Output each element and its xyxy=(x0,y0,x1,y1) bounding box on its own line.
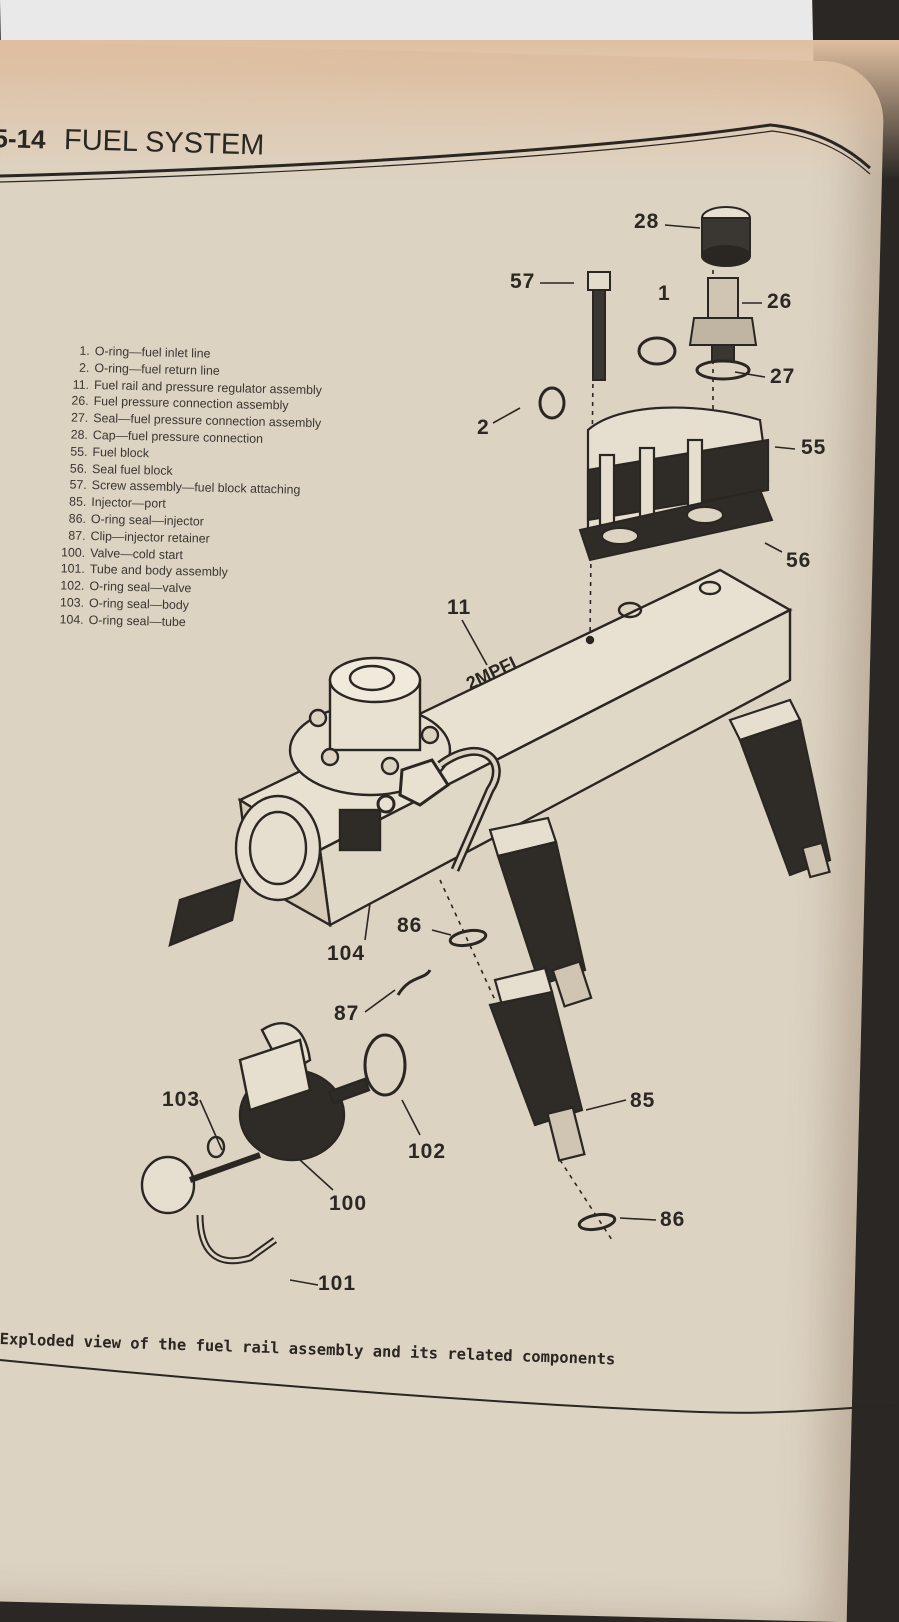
callout-57: 57 xyxy=(510,270,536,293)
callout-28: 28 xyxy=(634,210,660,233)
callout-102: 102 xyxy=(408,1140,447,1163)
o-ring-inlet xyxy=(538,336,677,420)
callout-87: 87 xyxy=(334,1002,360,1025)
injector-front xyxy=(488,966,586,1162)
callout-27: 27 xyxy=(770,365,796,388)
injector-middle xyxy=(488,816,593,1008)
cold-start-valve xyxy=(238,1022,407,1162)
callout-86-lower: 86 xyxy=(660,1208,686,1231)
callout-1: 1 xyxy=(658,282,671,305)
callout-100: 100 xyxy=(329,1192,368,1215)
callout-55: 55 xyxy=(801,436,827,459)
injector-rear xyxy=(728,698,832,879)
injector-o-rings xyxy=(448,928,617,1232)
parts-legend: 1.O-ring—fuel inlet line 2.O-ring—fuel r… xyxy=(42,342,378,635)
callout-26: 26 xyxy=(767,290,793,313)
fuel-pressure-cap xyxy=(701,206,751,267)
callout-104: 104 xyxy=(327,942,366,965)
tube-and-body xyxy=(140,1135,278,1265)
callout-56: 56 xyxy=(786,549,812,572)
injector-clip xyxy=(396,969,432,996)
pressure-regulator xyxy=(288,656,452,797)
callout-11: 11 xyxy=(447,596,472,619)
callout-85: 85 xyxy=(630,1089,656,1112)
block-screw xyxy=(587,271,611,381)
inlet-port xyxy=(168,794,382,947)
fuel-pressure-seal xyxy=(695,359,751,381)
pressure-connection-fitting xyxy=(688,277,758,362)
fuel-block xyxy=(586,406,770,532)
fuel-block-seal xyxy=(578,488,774,562)
caption-rule xyxy=(0,1359,899,1414)
return-tube xyxy=(376,746,501,872)
header-rule xyxy=(0,123,872,183)
callout-103: 103 xyxy=(162,1088,201,1111)
callout-101: 101 xyxy=(318,1272,357,1295)
callout-86-upper: 86 xyxy=(397,914,423,937)
callout-2: 2 xyxy=(477,416,490,439)
